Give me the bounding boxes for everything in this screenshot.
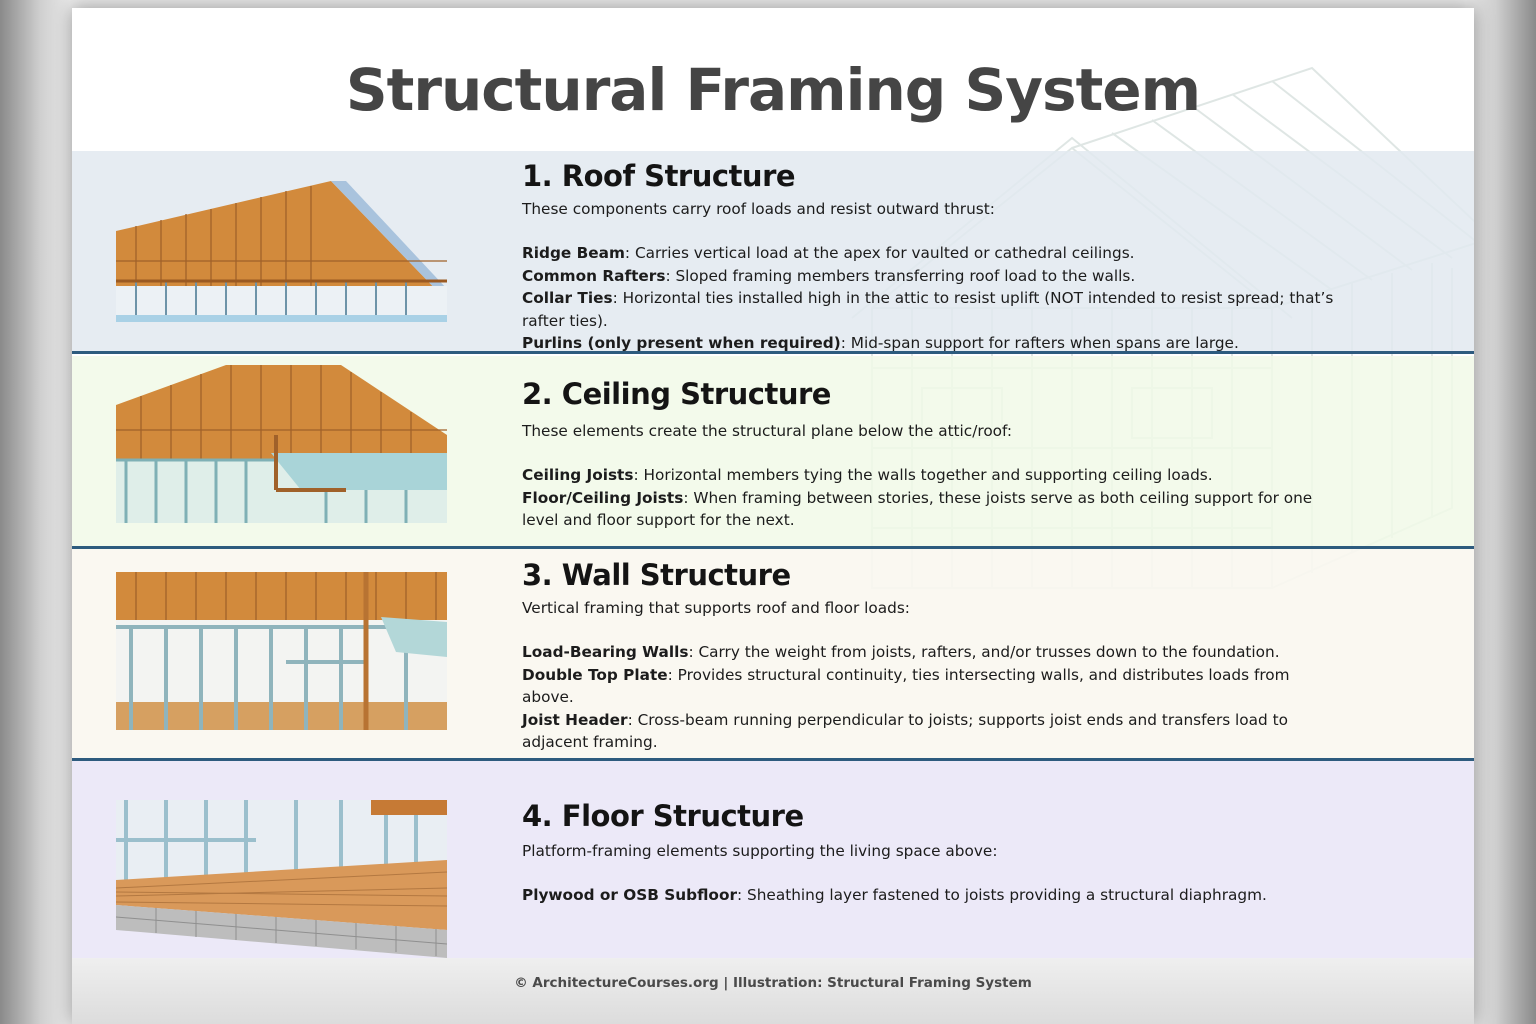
wall-intro: Vertical framing that supports roof and … bbox=[522, 599, 910, 617]
term-description: : Provides structural continuity, ties i… bbox=[522, 665, 1290, 707]
term-description: : Carry the weight from joists, rafters,… bbox=[688, 643, 1280, 662]
term-label: Ceiling Joists bbox=[522, 466, 634, 485]
term-label: Joist Header bbox=[522, 710, 628, 729]
term-label: Ridge Beam bbox=[522, 244, 625, 263]
footer-credit: © ArchitectureCourses.org | Illustration… bbox=[514, 975, 1032, 991]
floor-framing-illustration bbox=[116, 800, 447, 958]
floor-item-subfloor: Plywood or OSB Subfloor: Sheathing layer… bbox=[522, 884, 1342, 906]
term-description: : Sheathing layer fastened to joists pro… bbox=[737, 886, 1267, 905]
term-label: Double Top Plate bbox=[522, 665, 668, 684]
roof-item-ridge-beam: Ridge Beam: Carries vertical load at the… bbox=[522, 242, 1342, 264]
term-description: : Horizontal ties installed high in the … bbox=[522, 289, 1334, 330]
term-description: : When framing between stories, these jo… bbox=[522, 488, 1313, 530]
ceiling-intro: These elements create the structural pla… bbox=[522, 422, 1013, 440]
term-label: Plywood or OSB Subfloor bbox=[522, 886, 737, 905]
section-divider bbox=[72, 351, 1474, 354]
ceiling-item-floor-ceiling-joists: Floor/Ceiling Joists: When framing betwe… bbox=[522, 487, 1342, 532]
floor-section-heading: 4. Floor Structure bbox=[522, 799, 804, 833]
wall-item-double-top-plate: Double Top Plate: Provides structural co… bbox=[522, 664, 1342, 709]
wall-item-joist-header: Joist Header: Cross-beam running perpend… bbox=[522, 709, 1342, 754]
section-divider bbox=[72, 546, 1474, 549]
term-description: : Carries vertical load at the apex for … bbox=[624, 244, 1135, 263]
ceiling-framing-illustration bbox=[116, 365, 447, 523]
roof-framing-illustration bbox=[116, 181, 447, 322]
ceiling-item-ceiling-joists: Ceiling Joists: Horizontal members tying… bbox=[522, 464, 1342, 486]
ceiling-section-heading: 2. Ceiling Structure bbox=[522, 377, 831, 411]
infographic-page: Structural Framing System bbox=[72, 8, 1474, 1024]
wall-section-text: Vertical framing that supports roof and … bbox=[522, 597, 1342, 753]
roof-structure-section: 1. Roof Structure These components carry… bbox=[72, 151, 1474, 353]
floor-structure-section: 4. Floor Structure Platform-framing elem… bbox=[72, 761, 1474, 958]
roof-section-text: These components carry roof loads and re… bbox=[522, 198, 1342, 354]
roof-intro: These components carry roof loads and re… bbox=[522, 200, 995, 218]
floor-section-text: Platform-framing elements supporting the… bbox=[522, 840, 1342, 907]
term-description: : Cross-beam running perpendicular to jo… bbox=[522, 710, 1288, 752]
ceiling-structure-section: 2. Ceiling Structure These elements crea… bbox=[72, 356, 1474, 546]
roof-item-common-rafters: Common Rafters: Sloped framing members t… bbox=[522, 265, 1342, 287]
wall-structure-section: 3. Wall Structure Vertical framing that … bbox=[72, 549, 1474, 758]
roof-section-heading: 1. Roof Structure bbox=[522, 159, 796, 193]
roof-item-collar-ties: Collar Ties: Horizontal ties installed h… bbox=[522, 287, 1342, 332]
term-description: : Horizontal members tying the walls tog… bbox=[633, 466, 1213, 485]
term-description: : Sloped framing members transferring ro… bbox=[665, 266, 1136, 285]
roof-item-purlins: Purlins (only present when required): Mi… bbox=[522, 332, 1342, 354]
term-label: Purlins (only present when required) bbox=[522, 334, 841, 353]
term-label: Collar Ties bbox=[522, 289, 613, 308]
term-label: Common Rafters bbox=[522, 266, 666, 285]
wall-section-heading: 3. Wall Structure bbox=[522, 558, 791, 592]
wall-framing-illustration bbox=[116, 572, 447, 730]
term-description: : Mid-span support for rafters when span… bbox=[840, 334, 1239, 353]
floor-intro: Platform-framing elements supporting the… bbox=[522, 842, 998, 860]
term-label: Floor/Ceiling Joists bbox=[522, 488, 684, 507]
page-title: Structural Framing System bbox=[345, 56, 1201, 124]
term-label: Load-Bearing Walls bbox=[522, 643, 689, 662]
wall-item-load-bearing-walls: Load-Bearing Walls: Carry the weight fro… bbox=[522, 641, 1342, 663]
footer: © ArchitectureCourses.org | Illustration… bbox=[72, 958, 1474, 1024]
ceiling-section-text: These elements create the structural pla… bbox=[522, 420, 1342, 532]
section-divider bbox=[72, 758, 1474, 761]
